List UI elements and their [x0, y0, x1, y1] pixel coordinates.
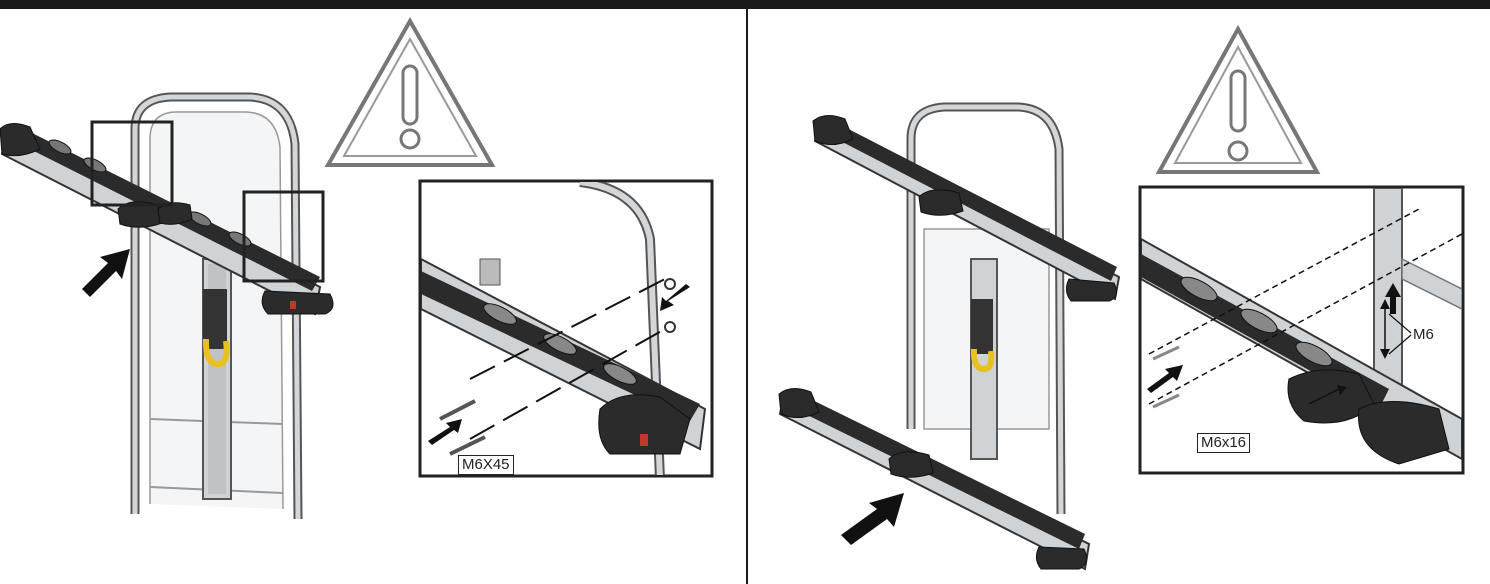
top-border [0, 0, 1490, 9]
bike-rail-upper [812, 115, 1121, 302]
bike-rail-lower [778, 388, 1091, 571]
black-arrow-icon [841, 493, 904, 545]
warning-triangle-icon [324, 16, 496, 167]
black-arrow-icon [82, 249, 130, 297]
step-panel-left: M6X45 [0, 9, 746, 584]
warning-triangle-icon [1155, 24, 1321, 174]
rear-frame [906, 102, 1066, 515]
step-right-illustration [778, 24, 1465, 571]
highlight-box-left [90, 120, 174, 207]
step-panel-right: M6x16 M6 [749, 9, 1490, 584]
thread-label-m6: M6 [1413, 326, 1434, 343]
step-left-illustration [0, 16, 714, 520]
bolt-label-m6x16: M6x16 [1197, 433, 1251, 453]
bolt-label-m6x45: M6X45 [458, 455, 514, 475]
panel-divider [745, 9, 748, 584]
highlight-box-right [242, 190, 325, 283]
detail-inset-left [418, 179, 714, 478]
detail-inset-right [1138, 185, 1465, 475]
rear-frame [130, 92, 303, 520]
